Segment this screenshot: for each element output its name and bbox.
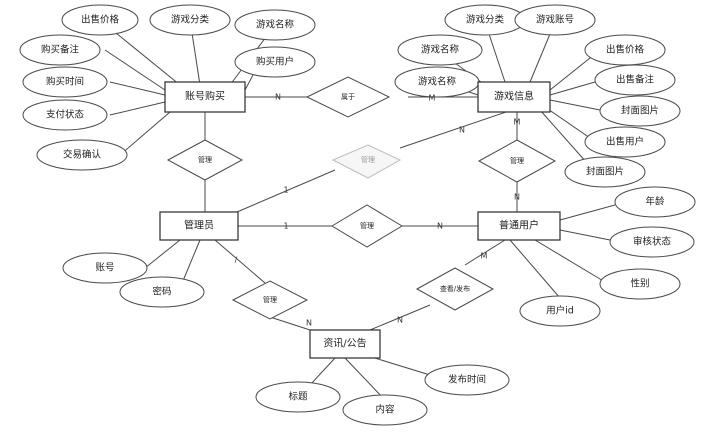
svg-text:标题: 标题	[288, 391, 308, 403]
svg-text:购买备注: 购买备注	[41, 44, 80, 56]
attr-ap-game-category: 游戏分类	[149, 4, 231, 36]
svg-text:封面图片: 封面图片	[586, 166, 624, 178]
attr-admin-password: 密码	[119, 276, 205, 308]
entity-account-purchase: 账号购买	[164, 81, 246, 113]
attr-gi-game-name-2: 游戏名称	[394, 66, 480, 98]
svg-text:游戏账号: 游戏账号	[536, 14, 574, 26]
svg-text:出售用户: 出售用户	[606, 136, 644, 148]
rel-manage-user: 管理	[331, 204, 403, 248]
svg-text:管理: 管理	[198, 155, 212, 164]
card-admin-user: 1	[283, 222, 288, 231]
attr-gi-sell-price: 出售价格	[584, 34, 666, 66]
svg-text:购买时间: 购买时间	[46, 76, 84, 88]
attr-gi-game-category: 游戏分类	[444, 4, 526, 36]
attr-user-review-status: 审核状态	[609, 226, 695, 258]
attributes: 出售价格 游戏分类 游戏名称 购买用户 购买备注 购买时间 支付状态 交易确认 …	[19, 4, 696, 426]
svg-text:管理: 管理	[263, 295, 277, 304]
attr-news-title: 标题	[255, 381, 341, 413]
svg-text:属于: 属于	[341, 93, 355, 101]
svg-text:出售备注: 出售备注	[616, 74, 655, 86]
svg-text:审核状态: 审核状态	[633, 236, 672, 248]
svg-text:游戏分类: 游戏分类	[171, 14, 210, 26]
attr-user-age: 年龄	[614, 186, 696, 218]
svg-text:购买用户: 购买用户	[256, 56, 294, 68]
card-admin-game: 1	[283, 186, 288, 195]
svg-text:年龄: 年龄	[645, 196, 665, 208]
svg-text:出售价格: 出售价格	[606, 44, 645, 56]
card-belongs-left: N	[275, 93, 281, 102]
svg-text:游戏分类: 游戏分类	[466, 14, 505, 26]
rel-manage-game: 管理	[331, 144, 402, 179]
svg-text:出售价格: 出售价格	[81, 14, 120, 26]
svg-text:密码: 密码	[152, 286, 171, 298]
attr-ap-buy-time: 购买时间	[22, 66, 108, 98]
cardinalities: N M M N N 1 1 N N N M /	[235, 93, 521, 328]
card-game-top: M	[514, 118, 521, 127]
attr-ap-game-name: 游戏名称	[234, 9, 316, 41]
rel-manage-purchase: 管理	[166, 139, 244, 181]
entities: 账号购买 游戏信息 管理员 普通用户 资讯/公告	[159, 81, 561, 359]
svg-text:游戏名称: 游戏名称	[256, 19, 295, 31]
attr-gi-cover-image-2: 封面图片	[564, 156, 646, 188]
svg-text:游戏名称: 游戏名称	[418, 76, 457, 88]
card-game-manage: N	[459, 126, 465, 135]
rel-manage-news: 管理	[231, 280, 309, 320]
svg-text:账号购买: 账号购买	[185, 90, 225, 103]
card-game-user: N	[514, 193, 520, 202]
svg-text:交易确认: 交易确认	[63, 149, 102, 161]
attr-gi-cover-image: 封面图片	[599, 95, 681, 127]
attr-gi-game-name: 游戏名称	[397, 34, 483, 66]
svg-text:管理员: 管理员	[184, 219, 214, 232]
card-user-admin: N	[437, 222, 443, 231]
svg-text:管理: 管理	[361, 155, 375, 164]
attr-ap-buy-user: 购买用户	[234, 46, 316, 78]
card-belongs-right: M	[429, 94, 436, 103]
attr-gi-sell-note: 出售备注	[594, 64, 676, 96]
entity-game-info: 游戏信息	[477, 81, 551, 113]
svg-text:管理: 管理	[360, 221, 374, 230]
relationships: 属于 管理 管理 管理 管理 管理 查看/发布	[166, 76, 557, 320]
svg-text:封面图片: 封面图片	[621, 105, 659, 117]
rel-publish: 查看/发布	[415, 267, 495, 311]
entity-news: 资讯/公告	[309, 329, 381, 359]
svg-text:账号: 账号	[95, 263, 114, 274]
attr-ap-sell-price: 出售价格	[61, 4, 139, 36]
svg-text:游戏名称: 游戏名称	[421, 44, 460, 56]
attr-user-gender: 性别	[599, 268, 681, 300]
entity-admin: 管理员	[159, 211, 239, 241]
attr-news-publish-time: 发布时间	[424, 364, 510, 396]
attr-gi-sell-user: 出售用户	[584, 126, 666, 158]
attr-admin-account: 账号	[62, 252, 148, 284]
svg-text:资讯/公告: 资讯/公告	[323, 337, 366, 350]
attr-ap-buy-note: 购买备注	[19, 34, 101, 66]
svg-text:用户id: 用户id	[546, 305, 574, 317]
card-news-admin: N	[306, 319, 312, 328]
svg-text:游戏信息: 游戏信息	[494, 90, 534, 103]
svg-text:发布时间: 发布时间	[448, 374, 486, 386]
svg-text:性别: 性别	[630, 278, 649, 290]
attr-gi-game-account: 游戏账号	[514, 4, 596, 36]
svg-text:管理: 管理	[510, 156, 524, 165]
entity-user: 普通用户	[477, 211, 561, 241]
rel-belongs: 属于	[305, 76, 391, 118]
card-user-news: M	[481, 252, 488, 261]
svg-text:内容: 内容	[375, 404, 395, 416]
attr-news-content: 内容	[342, 394, 428, 426]
rel-user-game: 管理	[477, 139, 557, 183]
card-news-user: N	[397, 316, 403, 325]
svg-text:普通用户: 普通用户	[499, 219, 539, 232]
attr-ap-trade-confirm: 交易确认	[36, 139, 128, 171]
attr-ap-pay-status: 支付状态	[22, 99, 108, 131]
attr-user-id: 用户id	[519, 295, 601, 327]
card-admin-news: /	[235, 256, 238, 265]
svg-text:查看/发布: 查看/发布	[440, 284, 470, 293]
svg-text:支付状态: 支付状态	[46, 109, 85, 121]
